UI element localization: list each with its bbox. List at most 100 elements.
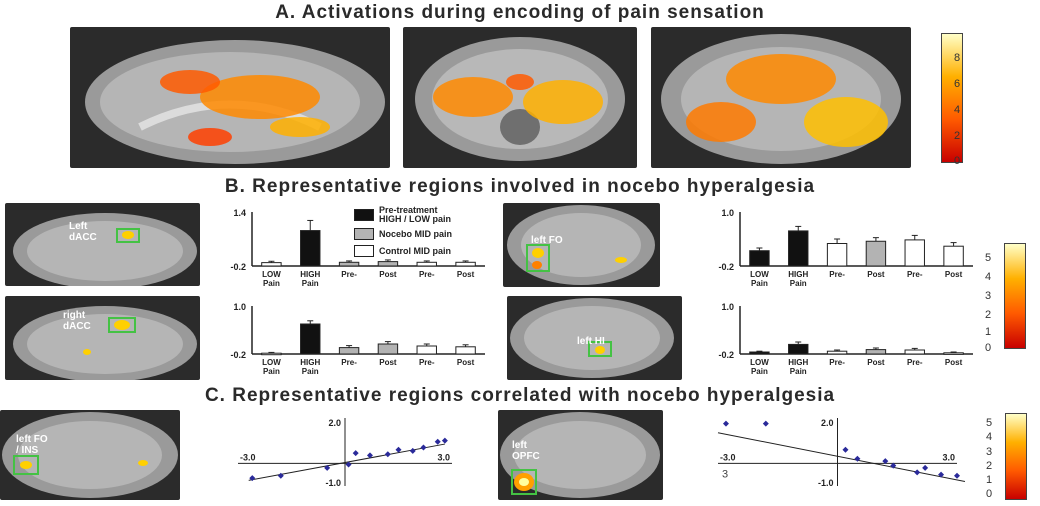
brain-right-dacc-image: right dACC (5, 296, 200, 380)
brain-left-fo-image: left FO (503, 203, 660, 287)
legend-item: Nocebo MID pain (354, 225, 494, 242)
x-tick-label: Pre- (829, 270, 845, 279)
roi-label-left-opfc: left OPFC (512, 440, 540, 462)
bar (826, 243, 848, 267)
scatter-point (395, 446, 402, 453)
legend-item: Pre-treatment HIGH / LOW pain (354, 205, 494, 225)
colorbar-b-tick: 1 (985, 326, 992, 338)
scatter-point (420, 444, 427, 451)
x-tick-label: Pain (790, 367, 807, 376)
brain-left-fo-ins-image: left FO / INS (0, 410, 180, 500)
roi-label-left-fo-ins: left FO / INS (16, 434, 48, 456)
bar (749, 351, 770, 355)
x-tick-label: HIGH (788, 270, 808, 279)
legend-label: Pre-treatment HIGH / LOW pain (379, 205, 451, 224)
bar (788, 343, 809, 355)
legend-swatch (354, 227, 374, 240)
colorbar-b-tick: 5 (985, 252, 992, 264)
colorbar-c-tick: 2 (986, 460, 993, 472)
bar (300, 323, 321, 355)
scatter-point (277, 472, 284, 479)
x-tick-label: LOW (750, 358, 769, 367)
legend: Pre-treatment HIGH / LOW pain Nocebo MID… (354, 205, 494, 259)
y-tick-label: -0.2 (230, 262, 246, 272)
bar (377, 261, 399, 267)
panel-a-title: A. Activations during encoding of pain s… (275, 2, 765, 23)
x-tick-label: Pain (790, 279, 807, 288)
y-tick-label: 1.4 (233, 208, 246, 218)
legend-label: Control MID pain (379, 245, 451, 256)
panel-c-title: C. Representative regions correlated wit… (204, 385, 836, 406)
y-max-label: 2.0 (821, 418, 834, 428)
legend-swatch (354, 209, 374, 221)
x-tick-label: Pre- (907, 358, 923, 367)
brain-axial-image (403, 27, 637, 168)
x-tick-label: Pre- (341, 270, 357, 279)
x-max-label: 3.0 (942, 452, 955, 462)
x-tick-label: Pain (751, 367, 768, 376)
brain-coronal-image (651, 27, 911, 168)
x-min-label: -3.0 (720, 452, 736, 462)
x-tick-label: Pain (263, 279, 280, 288)
brain-sagittal-image (70, 27, 390, 168)
x-tick-label: Pain (751, 279, 768, 288)
colorbar-c-tick: 3 (986, 446, 993, 458)
bar (261, 262, 282, 267)
bar (943, 245, 964, 267)
y-min-label: -1.0 (818, 478, 834, 488)
legend-swatch (354, 244, 374, 257)
x-tick-label: Post (867, 270, 885, 279)
scatter-point (434, 438, 441, 445)
colorbar-a-tick: 2 (954, 130, 961, 142)
bar (416, 345, 437, 355)
scatter-point (914, 469, 921, 476)
scatter-point (324, 464, 331, 471)
x-tick-label: LOW (262, 270, 281, 279)
colorbar-c (1005, 413, 1027, 500)
colorbar-b-tick: 0 (985, 342, 992, 354)
colorbar-a-tick: 4 (954, 104, 961, 116)
colorbar-b-tick: 4 (985, 271, 992, 283)
scatter-point (441, 437, 448, 444)
x-tick-label: Post (867, 358, 885, 367)
colorbar-a (941, 33, 963, 163)
brain-left-opfc-image: left OPFC (498, 410, 663, 500)
roi-label-left-dacc: Left dACC (69, 221, 97, 243)
scatter-point (954, 472, 960, 479)
roi-label-left-hi: left HI (577, 336, 605, 347)
bar (904, 239, 925, 267)
x-tick-label: Pain (263, 367, 280, 376)
scatter-point (384, 451, 391, 458)
x-tick-label: LOW (750, 270, 769, 279)
x-tick-label: Pre- (907, 270, 923, 279)
scatter-point (409, 447, 416, 454)
colorbar-c-tick: 0 (986, 488, 993, 500)
x-tick-label: Post (457, 358, 475, 367)
panel-b-title: B. Representative regions involved in no… (224, 176, 816, 197)
scatter-point (352, 450, 359, 457)
bar (300, 230, 321, 267)
x-max-label: 3.0 (437, 452, 450, 462)
fit-line (717, 432, 966, 482)
y-max-label: 2.0 (328, 418, 341, 428)
scatter-point (922, 464, 929, 471)
x-tick-label: Pre- (419, 358, 435, 367)
bar (377, 343, 399, 355)
x-tick-label: Post (457, 270, 475, 279)
x-tick-label: HIGH (300, 358, 320, 367)
scatter-point (366, 452, 373, 459)
bar (416, 261, 437, 267)
y-tick-label: -0.2 (718, 262, 734, 272)
x-tick-label: HIGH (300, 270, 320, 279)
y-tick-label: -0.2 (718, 350, 734, 360)
bar (788, 230, 809, 267)
x-tick-label: Post (379, 270, 397, 279)
x-tick-label: Post (379, 358, 397, 367)
bar (826, 350, 848, 355)
scatter-point (842, 446, 849, 453)
bar (943, 352, 964, 355)
colorbar-a-tick: 8 (954, 52, 961, 64)
